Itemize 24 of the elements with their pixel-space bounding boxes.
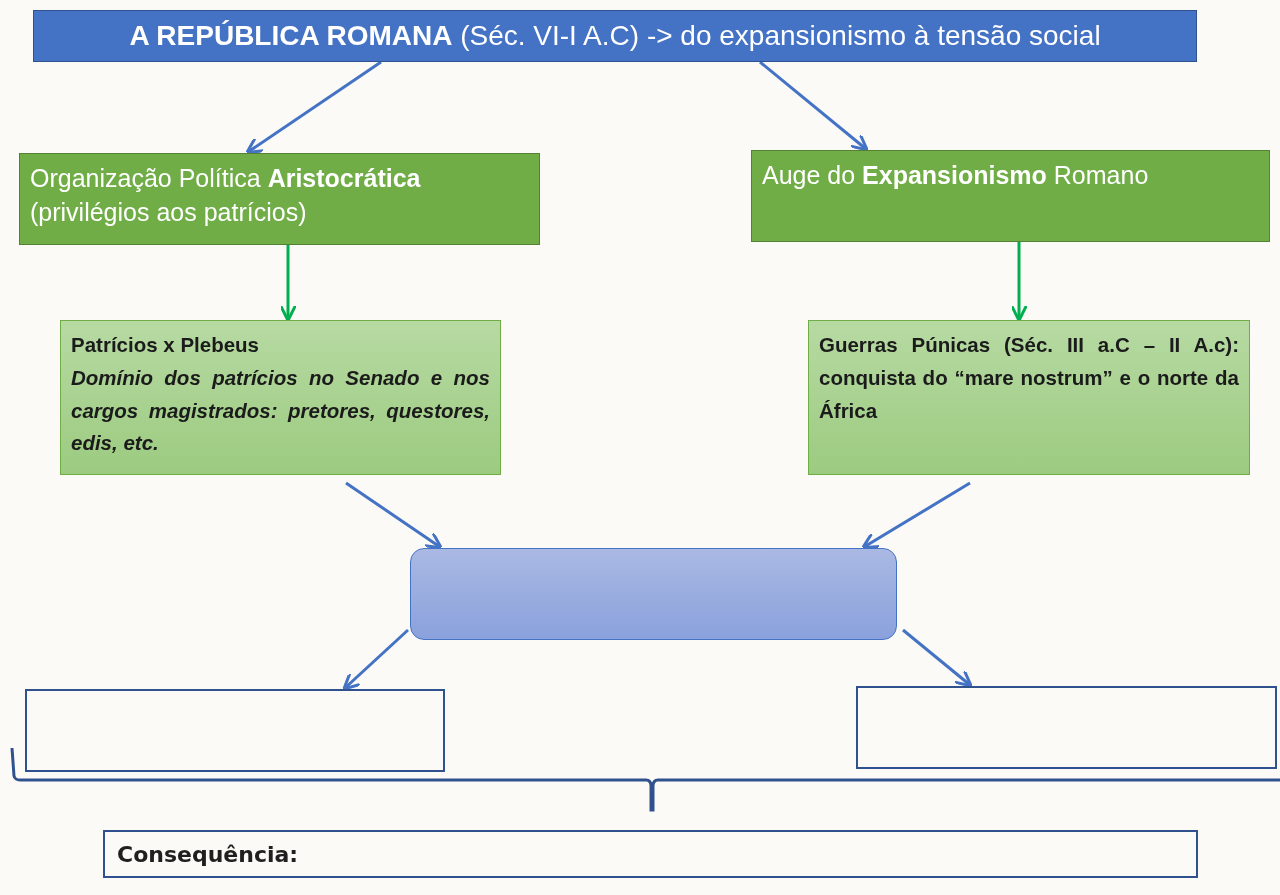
topic-box <box>19 153 540 245</box>
answer-box <box>856 686 1277 769</box>
node-text: Organização Política Aristocrática (privilégios aos patrícios) <box>30 163 422 228</box>
detail-box <box>808 320 1250 475</box>
node-text: Patrícios x Plebeus <box>71 332 260 358</box>
title-box <box>33 10 1197 62</box>
title-text: A REPÚBLICA ROMANA (Séc. VI-I A.C) -> do expansionismo à tensão social <box>129 20 1101 52</box>
topic-box <box>751 150 1270 242</box>
arrow <box>902 628 973 688</box>
arrow <box>861 481 971 550</box>
arrow <box>279 245 297 322</box>
arrow <box>342 628 409 691</box>
arrow <box>245 60 382 155</box>
arrow <box>1010 242 1028 322</box>
node-text: Consequência: <box>117 842 300 867</box>
node-text: Auge do Expansionismo Romano <box>762 160 1150 191</box>
answer-box <box>103 830 1198 878</box>
node-text: Guerras Púnicas (Séc. III a.C – II A.c): conquista do “mare nostrum” e o norte da África <box>819 332 1239 424</box>
arrow <box>345 481 443 550</box>
center-box <box>410 548 897 640</box>
arrow <box>759 60 869 152</box>
detail-box <box>60 320 501 475</box>
node-body-text: Domínio dos patrícios no Senado e nos cargos magistrados: pretores, questores, edis, etc. <box>71 364 490 457</box>
answer-box <box>25 689 445 772</box>
